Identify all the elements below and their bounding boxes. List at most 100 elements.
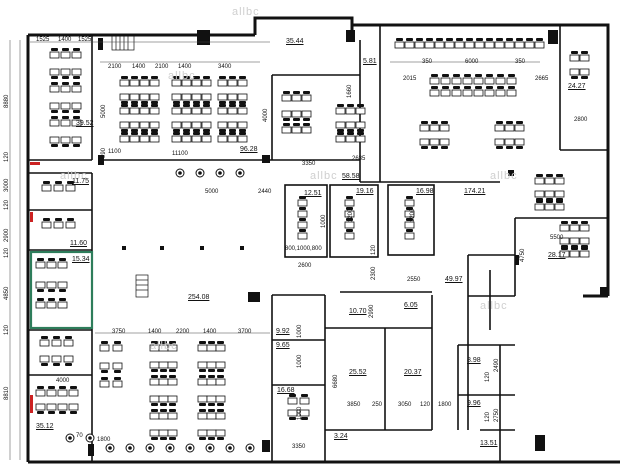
desk-with-chair xyxy=(46,385,57,397)
watermark: allbc xyxy=(150,340,178,352)
desk-with-chair xyxy=(49,47,60,59)
dimension-label: 4000 xyxy=(263,108,269,122)
room-area-label: 254.08 xyxy=(188,294,210,301)
dimension-label: 1000 xyxy=(297,324,303,338)
watermark: allbc xyxy=(310,170,338,182)
desk-with-chair xyxy=(119,103,130,115)
dimension-label: 8810 xyxy=(4,386,10,400)
lounge-chair xyxy=(105,443,115,453)
desk-with-chair xyxy=(99,362,110,374)
desk-with-chair xyxy=(494,138,505,150)
room-area-label: 96.28 xyxy=(240,146,258,153)
dimension-label: 1000 xyxy=(297,354,303,368)
room-area-label: 3.24 xyxy=(334,433,348,440)
desk-with-chair xyxy=(129,131,140,143)
desk-with-chair xyxy=(569,237,580,249)
desk-with-chair xyxy=(335,103,346,115)
desk-with-chair xyxy=(149,93,160,105)
desk-with-chair xyxy=(524,37,535,49)
dimension-label: 2550 xyxy=(407,277,421,283)
desk-with-chair xyxy=(197,395,208,407)
desk-with-chair xyxy=(71,81,82,93)
desk-with-chair xyxy=(335,121,346,133)
desk-with-chair xyxy=(297,206,308,218)
desk-with-chair xyxy=(579,246,590,258)
desk-with-chair xyxy=(49,102,60,114)
highlighted-room[interactable] xyxy=(29,250,94,330)
desk-with-chair xyxy=(201,93,212,105)
room-area-label: 35.44 xyxy=(286,38,304,45)
desk-with-chair xyxy=(71,47,82,59)
desk-with-chair xyxy=(419,138,430,150)
room-area-label: 20.37 xyxy=(404,369,422,376)
desk-with-chair xyxy=(68,403,79,415)
desk-with-chair xyxy=(206,374,217,386)
room-area-label: 11.75 xyxy=(72,178,89,185)
desk-with-chair xyxy=(139,103,150,115)
desk-with-chair xyxy=(35,257,46,269)
columns xyxy=(88,30,608,456)
dimension-label: 2015 xyxy=(403,76,417,82)
room-area-label: 6.05 xyxy=(404,302,418,309)
desk-with-chair xyxy=(217,75,228,87)
desk-with-chair xyxy=(506,73,517,85)
desk-with-chair xyxy=(206,361,217,373)
dimension-label: 3400 xyxy=(218,64,232,70)
desk-with-chair xyxy=(440,73,451,85)
desk-with-chair xyxy=(60,81,71,93)
room-area-label: 10.70 xyxy=(349,308,367,315)
dimension-label: 120 xyxy=(371,244,377,255)
desk-with-chair xyxy=(484,37,495,49)
desk-with-chair xyxy=(57,297,68,309)
dimension-label: 120 xyxy=(4,199,10,210)
desk-with-chair xyxy=(71,68,82,80)
dimension-label: 1525 xyxy=(78,37,92,43)
desk-with-chair xyxy=(129,103,140,115)
desk-with-chair xyxy=(237,93,248,105)
desk-with-chair xyxy=(149,374,160,386)
lounge-chair xyxy=(175,168,185,178)
desk-with-chair xyxy=(579,68,590,80)
desk-with-chair xyxy=(554,199,565,211)
lounge-chair xyxy=(165,443,175,453)
desk-with-chair xyxy=(227,103,238,115)
room-area-label: 58.58 xyxy=(342,173,360,180)
desk-with-chair xyxy=(167,395,178,407)
desk-with-chair xyxy=(129,75,140,87)
desk-with-chair xyxy=(534,199,545,211)
desk-with-chair xyxy=(544,173,555,185)
desk-with-chair xyxy=(534,37,545,49)
desk-with-chair xyxy=(206,395,217,407)
desk-with-chair xyxy=(544,199,555,211)
desk-with-chair xyxy=(569,68,580,80)
desk-with-chair xyxy=(424,37,435,49)
desk-with-chair xyxy=(201,75,212,87)
dimension-label: 990 xyxy=(101,147,107,158)
dimension-label: 2800 xyxy=(574,117,588,123)
desk-with-chair xyxy=(63,335,74,347)
desk-with-chair xyxy=(281,110,292,122)
lounge-chair xyxy=(205,443,215,453)
room-area-label: 16.68 xyxy=(277,387,295,394)
dimension-lines xyxy=(9,40,540,460)
desk-with-chair xyxy=(301,90,312,102)
lounge-chair xyxy=(235,168,245,178)
desk-with-chair xyxy=(46,257,57,269)
desk-with-chair xyxy=(191,93,202,105)
room-area-label: 9.65 xyxy=(276,342,290,349)
desk-with-chair xyxy=(171,93,182,105)
desk-with-chair xyxy=(57,257,68,269)
lounge-chair xyxy=(225,443,235,453)
desk-with-chair xyxy=(60,68,71,80)
dimension-label: 250 xyxy=(372,402,383,408)
desk-with-chair xyxy=(49,115,60,127)
desk-with-chair xyxy=(139,131,150,143)
desk-with-chair xyxy=(181,93,192,105)
desk-with-chair xyxy=(206,340,217,352)
desk-with-chair xyxy=(227,75,238,87)
desk-with-chair xyxy=(514,138,525,150)
desk-with-chair xyxy=(139,75,150,87)
desk-with-chair xyxy=(63,355,74,367)
desk-with-chair xyxy=(504,37,515,49)
